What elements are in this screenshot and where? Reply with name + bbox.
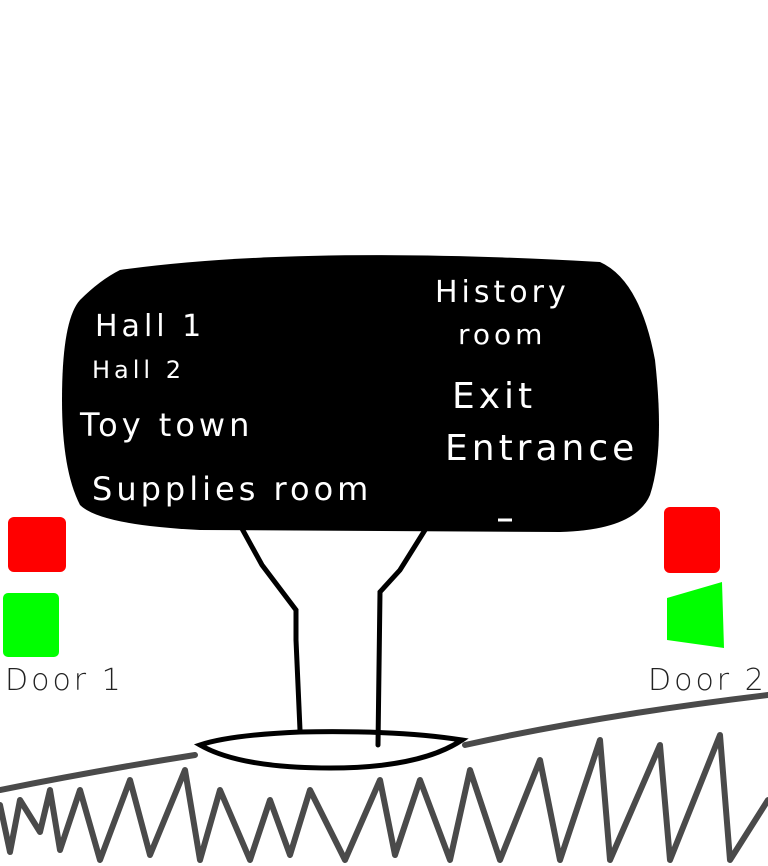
sign-item-hall-2: Hall 2 [92, 356, 185, 384]
door-1-label: Door 1 [5, 663, 124, 698]
door-2-green-light [667, 582, 724, 648]
door-1-green-light [3, 593, 59, 657]
sign-item-exit: Exit [452, 376, 536, 417]
sign-item-history: History [435, 275, 570, 310]
door-2-red-light [664, 507, 720, 573]
sign-board [62, 255, 659, 532]
door-1-red-light [8, 517, 66, 572]
door-1: Door 1 [3, 517, 124, 698]
sign-item-toy-town: Toy town [79, 406, 253, 444]
sign-right-column: History room Exit Entrance [435, 275, 638, 522]
sign-item-supplies-room: Supplies room [92, 470, 372, 508]
ground [0, 692, 768, 863]
sign-item-entrance: Entrance [445, 428, 638, 469]
sign-pole [193, 522, 469, 771]
sign-item-room: room [458, 318, 546, 351]
sign-item-hall-1: Hall 1 [95, 309, 205, 344]
sign-left-column: Hall 1 Hall 2 Toy town Supplies room [79, 309, 372, 508]
door-2: Door 2 [648, 507, 767, 698]
door-2-label: Door 2 [648, 663, 767, 698]
